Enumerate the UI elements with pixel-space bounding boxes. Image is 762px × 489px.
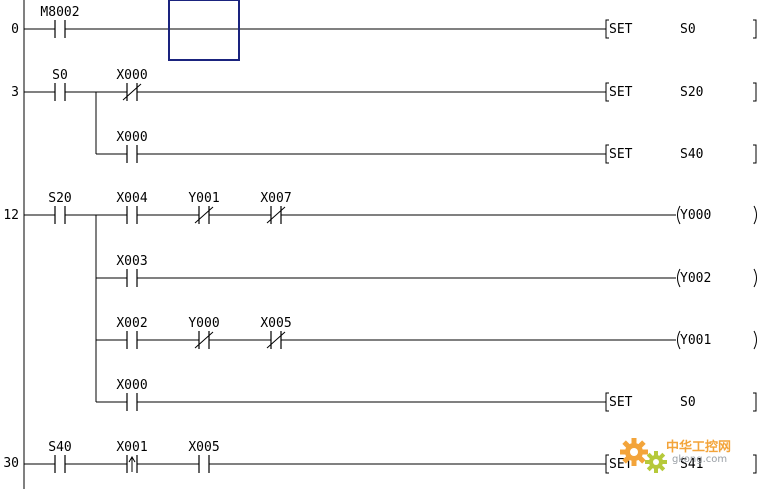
contact-label: M8002 xyxy=(40,5,79,20)
instruction-bracket-right xyxy=(753,392,757,412)
coil-arc-left xyxy=(677,205,681,225)
instruction-bracket-right xyxy=(753,454,757,474)
coil-operand: Y001 xyxy=(680,333,711,348)
coil-arc-right xyxy=(753,205,757,225)
contact-s40[interactable]: S40 xyxy=(48,440,72,473)
contact-s0[interactable]: S0 xyxy=(52,68,68,101)
instruction-operand: S20 xyxy=(680,85,703,100)
contact-label: X000 xyxy=(116,130,147,145)
contact-x000[interactable]: X000 xyxy=(116,130,148,163)
editor-cursor[interactable] xyxy=(168,0,240,61)
contact-label: X000 xyxy=(116,378,147,393)
contact-x000[interactable]: X000 xyxy=(116,378,148,411)
contact-label: S40 xyxy=(48,440,71,455)
nc-slash xyxy=(266,206,286,224)
contact-x003[interactable]: X003 xyxy=(116,254,148,287)
instruction-name: SET xyxy=(609,85,633,100)
set-instruction-s0[interactable]: SET S0 xyxy=(605,19,757,39)
contact-label: X004 xyxy=(116,191,147,206)
contact-x004[interactable]: X004 xyxy=(116,191,148,224)
instruction-bracket-right xyxy=(753,82,757,102)
instruction-name: SET xyxy=(609,147,633,162)
contact-y000[interactable]: Y000 xyxy=(188,316,220,349)
coil-arc-left xyxy=(677,268,681,288)
instruction-name: SET xyxy=(609,395,633,410)
instruction-operand: S40 xyxy=(680,147,703,162)
output-coil-y001[interactable]: Y001 xyxy=(677,330,757,350)
set-instruction-s20[interactable]: SET S20 xyxy=(605,82,757,102)
contact-x000[interactable]: X000 xyxy=(116,68,148,101)
coil-operand: Y000 xyxy=(680,208,711,223)
step-number-0: 0 xyxy=(11,22,19,37)
instruction-name: SET xyxy=(609,22,633,37)
contact-label: X002 xyxy=(116,316,147,331)
contact-s20[interactable]: S20 xyxy=(48,191,72,224)
instruction-bracket-left xyxy=(605,19,609,39)
contact-y001[interactable]: Y001 xyxy=(188,191,220,224)
contact-label: X005 xyxy=(260,316,291,331)
nc-slash xyxy=(194,206,214,224)
instruction-bracket-left xyxy=(605,392,609,412)
contact-m8002[interactable]: M8002 xyxy=(40,5,80,38)
coil-operand: Y002 xyxy=(680,271,711,286)
output-coil-y002[interactable]: Y002 xyxy=(677,268,757,288)
instruction-bracket-right xyxy=(753,19,757,39)
contact-label: Y001 xyxy=(188,191,219,206)
instruction-bracket-left xyxy=(605,82,609,102)
instruction-bracket-left xyxy=(605,454,609,474)
set-instruction-s0[interactable]: SET S0 xyxy=(605,392,757,412)
coil-arc-right xyxy=(753,330,757,350)
contact-label: X005 xyxy=(188,440,219,455)
gear-logo-icon xyxy=(620,438,667,473)
contact-x001[interactable]: X001 xyxy=(116,440,148,473)
instruction-bracket-right xyxy=(753,144,757,164)
nc-slash xyxy=(194,331,214,349)
instruction-operand: S0 xyxy=(680,395,696,410)
output-coil-y000[interactable]: Y000 xyxy=(677,205,757,225)
step-number-30: 30 xyxy=(3,456,19,471)
coil-arc-left xyxy=(677,330,681,350)
instruction-bracket-left xyxy=(605,144,609,164)
contact-label: X000 xyxy=(116,68,147,83)
contact-label: S20 xyxy=(48,191,71,206)
contact-x007[interactable]: X007 xyxy=(260,191,292,224)
contact-label: X003 xyxy=(116,254,147,269)
watermark-title: 中华工控网 xyxy=(666,440,732,455)
contact-x005[interactable]: X005 xyxy=(260,316,292,349)
contact-x005[interactable]: X005 xyxy=(188,440,220,473)
step-number-3: 3 xyxy=(11,85,19,100)
coil-arc-right xyxy=(753,268,757,288)
contact-label: X001 xyxy=(116,440,147,455)
instruction-operand: S41 xyxy=(680,457,703,472)
contact-label: S0 xyxy=(52,68,68,83)
set-instruction-s40[interactable]: SET S40 xyxy=(605,144,757,164)
contact-label: X007 xyxy=(260,191,291,206)
nc-slash xyxy=(266,331,286,349)
step-number-12: 12 xyxy=(3,208,19,223)
watermark: 中华工控网 gkong.com xyxy=(614,434,754,478)
instruction-operand: S0 xyxy=(680,22,696,37)
contact-label: Y000 xyxy=(188,316,219,331)
nc-slash xyxy=(122,83,142,101)
rising-edge-arrowhead xyxy=(128,456,136,463)
watermark-url: gkong.com xyxy=(672,454,728,465)
contact-x002[interactable]: X002 xyxy=(116,316,148,349)
